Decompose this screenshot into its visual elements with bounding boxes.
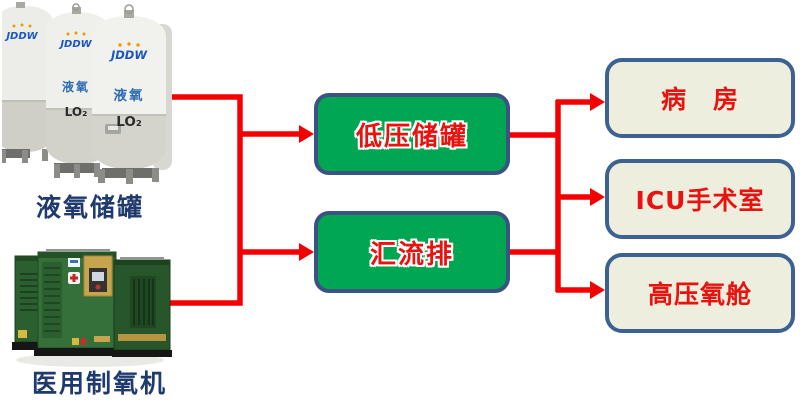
tank-brand-mark: JDDW bbox=[109, 42, 148, 62]
tank-code-text: LO₂ bbox=[65, 105, 88, 119]
display-screen bbox=[92, 272, 104, 281]
tank-brand-text: JDDW bbox=[4, 31, 38, 42]
power-button-icon bbox=[95, 284, 101, 290]
tank-left bbox=[2, 6, 54, 152]
node-label: 汇流排 bbox=[369, 239, 454, 270]
caption-medical-oxygen-generator: 医用制氧机 bbox=[32, 369, 168, 398]
oxygen-generator-image bbox=[12, 249, 172, 367]
dest-label: ICU手术室 bbox=[635, 186, 765, 215]
source-trunk-line bbox=[170, 94, 243, 306]
tank-front bbox=[92, 16, 166, 169]
tank-code-text: LO₂ bbox=[116, 114, 142, 130]
node-low-pressure-tank: 低压储罐 bbox=[314, 93, 510, 175]
dest-icu-operating-room: ICU手术室 bbox=[605, 159, 795, 239]
node-label: 低压储罐 bbox=[355, 121, 468, 152]
caption-liquid-oxygen-tanks: 液氧储罐 bbox=[36, 193, 145, 222]
tank-brand-mark: JDDW bbox=[58, 31, 93, 50]
tank-brand-text: JDDW bbox=[109, 48, 148, 62]
dest-label: 高压氧舱 bbox=[647, 280, 752, 309]
generator-right-cabinet bbox=[112, 259, 172, 357]
node-manifold: 汇流排 bbox=[314, 211, 510, 293]
tank-label-text: 液氧 bbox=[114, 87, 145, 104]
dest-label: 病 房 bbox=[660, 85, 739, 114]
tank-brand-text: JDDW bbox=[58, 39, 92, 50]
dest-hyperbaric-oxygen-chamber: 高压氧舱 bbox=[605, 253, 795, 333]
dest-ward: 病 房 bbox=[605, 58, 795, 138]
generator-main-cabinet bbox=[34, 251, 120, 356]
tank-label-text: 液氧 bbox=[62, 79, 90, 94]
liquid-oxygen-tanks-image: JDDW JDDW 液氧 LO₂ bbox=[2, 2, 172, 184]
tank-brand-mark: JDDW bbox=[4, 23, 39, 42]
